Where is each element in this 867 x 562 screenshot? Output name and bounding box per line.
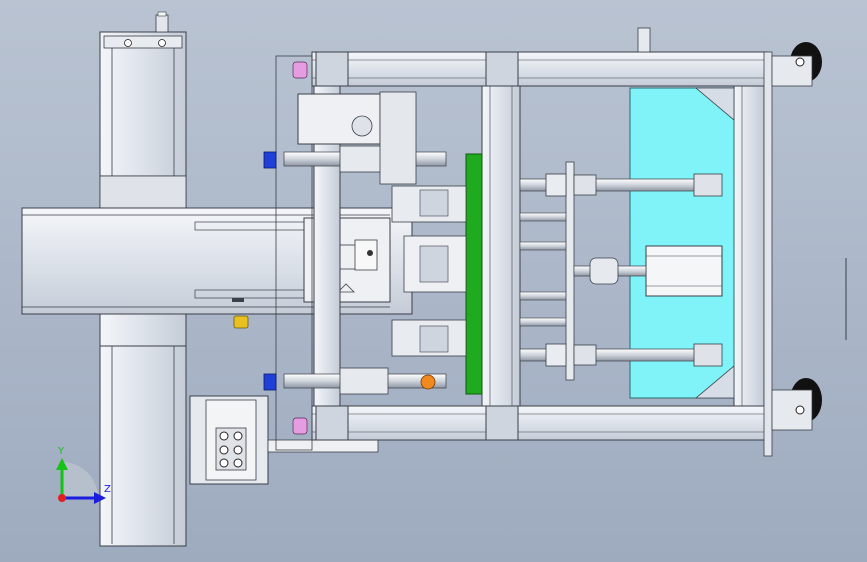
z-axis-label: Z xyxy=(104,484,111,495)
gripper-cluster xyxy=(391,185,467,357)
sensor-block-yellow xyxy=(233,315,249,329)
caster-wheel-bottom xyxy=(771,378,822,431)
left-guide-rods xyxy=(283,145,447,395)
clip-top xyxy=(292,61,308,79)
air-cylinder xyxy=(573,245,723,297)
sensor-block-blue-top xyxy=(263,151,277,169)
clip-bottom xyxy=(292,417,308,435)
aluminum-frame xyxy=(311,51,773,457)
stepper-motor xyxy=(297,91,417,185)
horizontal-linear-module xyxy=(21,207,413,315)
cable-gland xyxy=(637,27,651,53)
caster-wheel-top xyxy=(771,42,822,87)
green-plate xyxy=(465,153,483,395)
sensor-block-blue-bottom xyxy=(263,373,277,391)
gear-motor-box xyxy=(189,395,379,485)
orange-knob xyxy=(420,374,436,390)
y-axis-label: Y xyxy=(57,446,65,457)
origin-dot xyxy=(58,494,66,502)
coordinate-triad: Y Z xyxy=(56,446,111,504)
